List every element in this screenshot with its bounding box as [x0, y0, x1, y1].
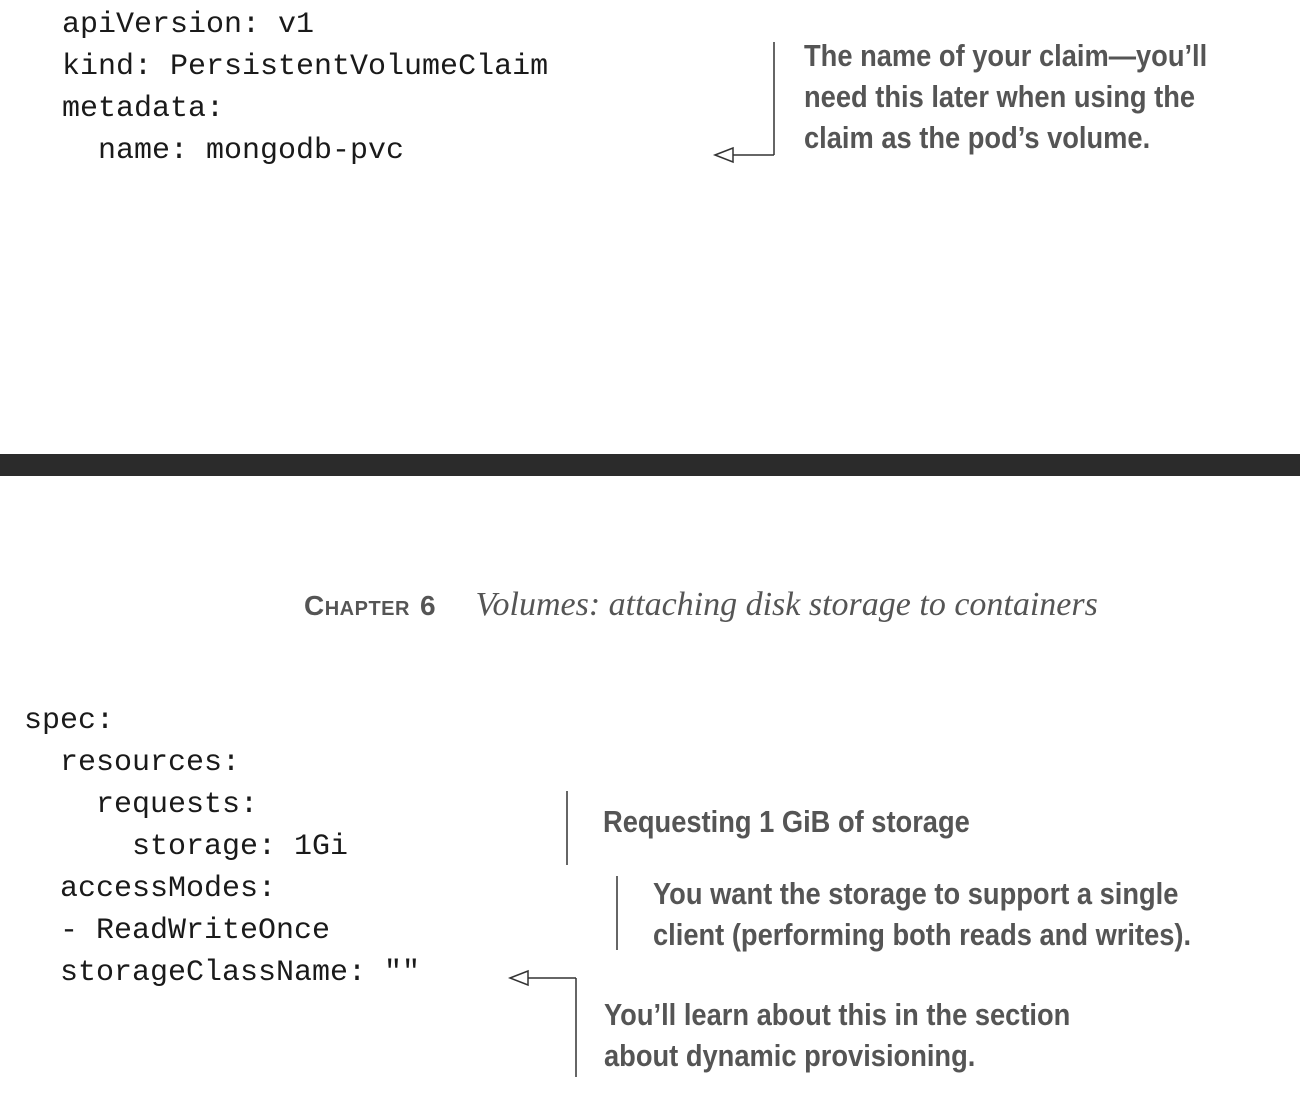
annotation-line: need this later when using the [804, 79, 1196, 114]
annotation-line: The name of your claim—you’ll [804, 38, 1208, 73]
annotation-line: You’ll learn about this in the section [604, 997, 1071, 1032]
claim-name-connector [712, 42, 775, 164]
code-line: requests: [24, 788, 259, 822]
code-line: storage: 1Gi [24, 830, 349, 864]
code-line: resources: [24, 746, 241, 780]
top-code-listing: apiVersion: v1 kind: PersistentVolumeCla… [62, 4, 548, 172]
access-modes-annotation: You want the storage to support a single… [653, 873, 1191, 955]
chapter-title: Volumes: attaching disk storage to conta… [475, 586, 1098, 623]
chapter-header: Chapter 6 Volumes: attaching disk storag… [304, 586, 1098, 630]
code-line: accessModes: [24, 872, 277, 906]
annotation-line: Requesting 1 GiB of storage [603, 804, 970, 839]
storage-class-connector [507, 969, 577, 1077]
code-line: metadata: [62, 92, 225, 126]
storage-class-annotation: You’ll learn about this in the section a… [604, 994, 1070, 1076]
claim-name-annotation: The name of your claim—you’ll need this … [804, 35, 1207, 158]
code-line: apiVersion: v1 [62, 8, 315, 42]
chapter-number: 6 [419, 590, 436, 621]
annotation-line: about dynamic provisioning. [604, 1038, 976, 1073]
code-line: - ReadWriteOnce [24, 914, 331, 948]
annotation-line: claim as the pod’s volume. [804, 120, 1151, 155]
code-line: name: mongodb-pvc [62, 134, 405, 168]
code-line: storageClassName: "" [24, 956, 421, 990]
storage-request-annotation: Requesting 1 GiB of storage [603, 801, 970, 842]
bottom-code-listing: spec: resources: requests: storage: 1Gi … [24, 700, 420, 994]
chapter-label: Chapter [304, 590, 410, 621]
code-line: kind: PersistentVolumeClaim [62, 50, 549, 84]
annotation-line: client (performing both reads and writes… [653, 917, 1192, 952]
annotation-line: You want the storage to support a single [653, 876, 1179, 911]
code-line: spec: [24, 704, 115, 738]
page-divider [0, 454, 1300, 476]
